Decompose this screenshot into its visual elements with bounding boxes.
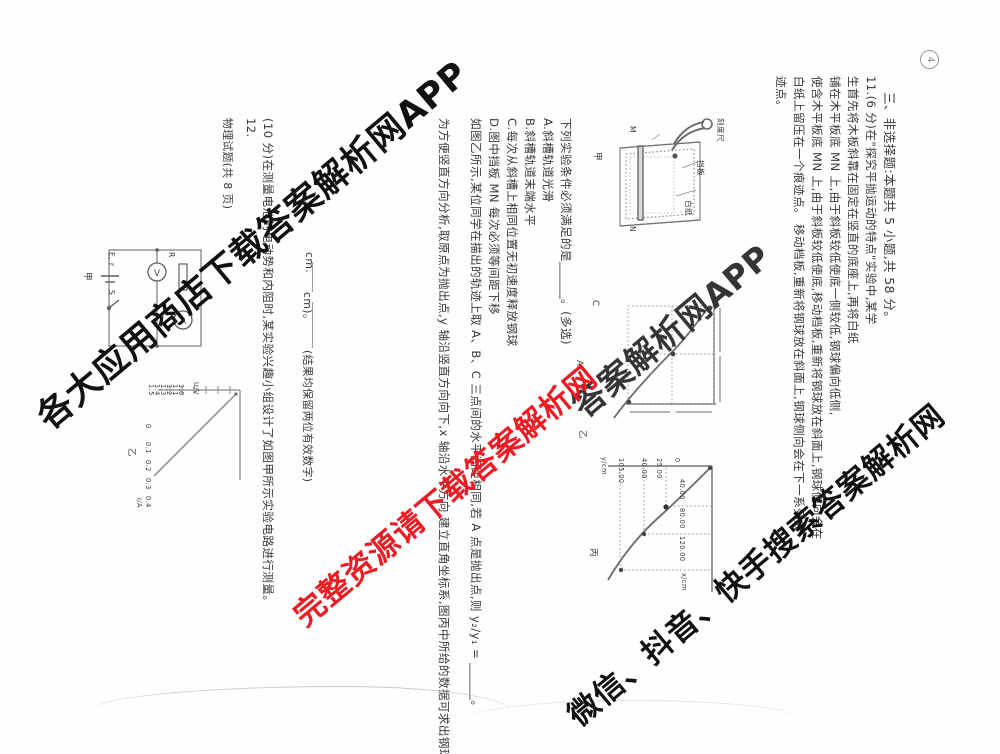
q11-sub2-text: 如图乙所示,某位同学在描出的轨迹上取 A、B、C 三点间的水平间距相同,若 A … [469, 118, 483, 713]
bing-ytick-0: 0 [673, 458, 681, 463]
q11-option-b: B.斜槽轨道末端水平 [523, 118, 537, 227]
page-edge-shadow [90, 686, 510, 711]
answer-blank-line-2 [312, 302, 314, 348]
iv-xtick-0: 0 [144, 424, 152, 429]
iv-xtick-02: 0.2 [144, 460, 152, 472]
q11-sub3-text: 为方便竖直方向分析,取原点为抛出点,y 轴沿竖直方向向下,x 轴沿水平方向,建立… [437, 118, 451, 754]
q11-stem-line-1: 11.(6 分)在"探究平抛运动的特点"实验中,某学 [864, 76, 878, 325]
label-point-M: M [628, 126, 637, 133]
label-battery-emf: E, r [107, 252, 116, 267]
bing-ytick-40: 40.00 [640, 458, 648, 479]
figure-circuit-caption: 甲 [82, 272, 92, 281]
figure-yi-axis-A: A [574, 360, 584, 367]
section-heading: 三、非选择题:本题共 5 小题,共 58 分。 [882, 92, 897, 325]
q12-text: (10 分)在测量电池的电动势和内阻时,某实验兴趣小组设计了如图甲所示实验电路进… [261, 118, 275, 608]
svg-text:V: V [154, 269, 161, 279]
iv-xtick-01: 0.1 [144, 442, 152, 454]
bing-xtick-40: 40.00 [678, 479, 686, 500]
figure-circuit-jia: A V [95, 232, 215, 362]
bing-xtick-120: 120.00 [678, 536, 686, 562]
bing-ytick-105: 105.00 [617, 458, 625, 484]
answer-blank-unit-1: cm. [303, 252, 316, 274]
figure-bing-caption: 丙 [588, 548, 598, 557]
label-paper: 白纸 [684, 200, 693, 216]
bing-xtick-80: 80.00 [678, 508, 686, 529]
q11-stem-line-4: 使含木平板底 MN 上,由于斜板较低使底,移动档板,重新将钢球放在斜面上,钢球侧… [810, 76, 824, 540]
q11-option-a: A.斜槽轨道光滑 [541, 118, 555, 203]
q11-stem-line-2: 生首先将木板斜靠在固定在竖直的底座上,再将白纸 [846, 76, 860, 344]
iv-ytick-10: 1.0 [177, 384, 185, 396]
q11-stem-line-6: 迹点。 [774, 76, 788, 112]
iv-axis-current-label: I/A [135, 498, 143, 508]
iv-xtick-04: 0.4 [144, 496, 152, 508]
svg-text:A: A [180, 317, 187, 327]
q11-stem-line-3: 铺在木平板底 MN 上,由于斜板较低使底一侧较低,钢球偏向低侧, [828, 76, 842, 416]
q11-sub1-text: 下列实验条件必须满足的是______。(多选) [559, 118, 573, 345]
q11-option-c: C.每次从斜槽上相同位置无初速度释放钢球 [505, 118, 519, 347]
figure-yi-chart [596, 292, 726, 432]
bing-ylabel: y/cm [600, 457, 608, 475]
figure-yi-caption: 乙 [577, 430, 587, 439]
figure-jia-caption: 甲 [592, 152, 602, 161]
q12-number: 12. [244, 118, 258, 138]
answer-blank-line-1 [312, 262, 314, 292]
q11-option-d: D.图中挡板 MN 每次必须等间距下移 [487, 118, 501, 315]
label-switch: S [107, 290, 116, 296]
figure-iv-caption: 乙 [126, 448, 136, 457]
bing-ytick-25: 25.00 [655, 458, 663, 479]
figure-iv-chart [148, 372, 260, 484]
q12-measure-note: 物理试题(共 8 页) [221, 118, 234, 210]
iv-xtick-03: 0.3 [144, 478, 152, 490]
figure-jia-apparatus [612, 110, 722, 235]
label-board: 挡板 [696, 160, 705, 176]
page-number-badge: 4 [920, 50, 939, 69]
figure-bing-chart [592, 452, 742, 602]
bing-xlabel: x/cm [680, 573, 688, 591]
label-rheostat: R [167, 252, 176, 258]
answer-blank-unit-2: cm)。 [301, 292, 314, 326]
answer-blank-note: (结果均保留两位有效数字) [301, 350, 314, 483]
label-ruler: 刻度尺 [716, 118, 725, 142]
page-edge-shadow-2 [470, 700, 800, 719]
label-point-N: N [628, 226, 637, 233]
q11-stem-line-5: 白纸上留压在一个痕迹点。 移动档板,重新将钢球放在斜面上,钢球侧向会在下一系列痕 [792, 76, 806, 533]
figure-yi-axis-N: C [590, 300, 600, 307]
iv-xlabel: U/V [192, 382, 200, 395]
